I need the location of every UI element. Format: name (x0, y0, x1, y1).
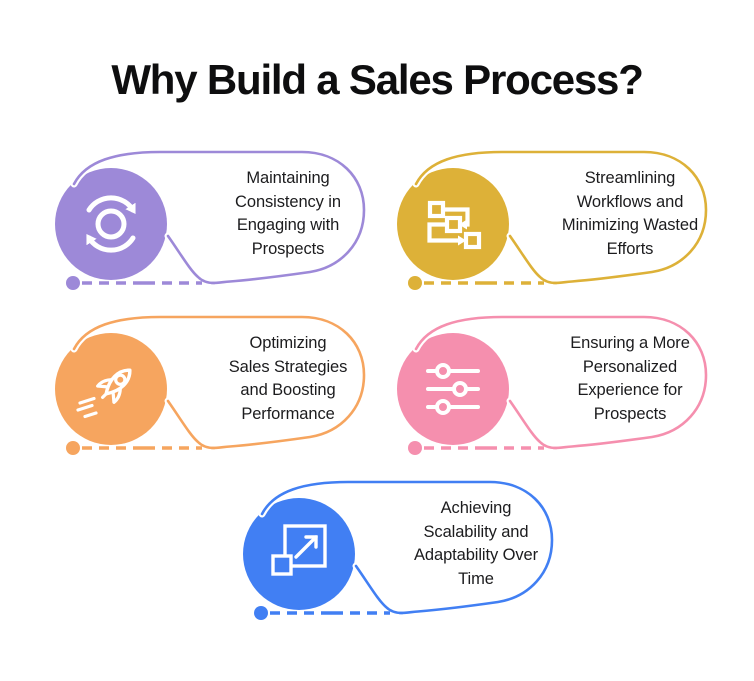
card-outline (414, 150, 708, 285)
benefit-text: Streamlining Workflows and Minimizing Wa… (561, 169, 699, 258)
card-outline (414, 315, 708, 450)
card-outline (72, 315, 366, 450)
connector-dot (254, 606, 268, 620)
benefit-card-scalability: Achieving Scalability and Adaptability O… (240, 478, 560, 624)
page-title: Why Build a Sales Process? (111, 56, 644, 103)
expand-icon (271, 524, 327, 576)
icon-bubble (397, 168, 509, 280)
benefit-card-personalized: Ensuring a More Personalized Experience … (394, 313, 714, 459)
benefit-text: Achieving Scalability and Adaptability O… (414, 499, 538, 588)
card-shape (55, 148, 368, 290)
card-shape (55, 313, 368, 455)
icon-bubble (55, 333, 167, 445)
benefit-text: Ensuring a More Personalized Experience … (570, 334, 690, 423)
workflow-icon (427, 200, 482, 250)
rocket-icon (76, 368, 132, 419)
sliders-icon (426, 363, 480, 415)
speed-lines (76, 396, 98, 419)
card-outline (260, 480, 554, 615)
sync-icon (86, 195, 136, 253)
benefit-text: Maintaining Consistency in Engaging with… (235, 169, 341, 258)
card-outline (72, 150, 366, 285)
connector-dot (408, 441, 422, 455)
benefit-card-optimizing: Optimizing Sales Strategies and Boosting… (52, 313, 372, 459)
benefit-text: Optimizing Sales Strategies and Boosting… (228, 334, 348, 423)
card-shape (243, 478, 556, 620)
connector-dot (408, 276, 422, 290)
card-shape (397, 148, 710, 290)
benefit-card-consistency: Maintaining Consistency in Engaging with… (52, 148, 372, 294)
connector-dot (66, 276, 80, 290)
card-shape (397, 313, 710, 455)
icon-bubble (55, 168, 167, 280)
connector-dot (66, 441, 80, 455)
benefit-card-workflows: Streamlining Workflows and Minimizing Wa… (394, 148, 714, 294)
